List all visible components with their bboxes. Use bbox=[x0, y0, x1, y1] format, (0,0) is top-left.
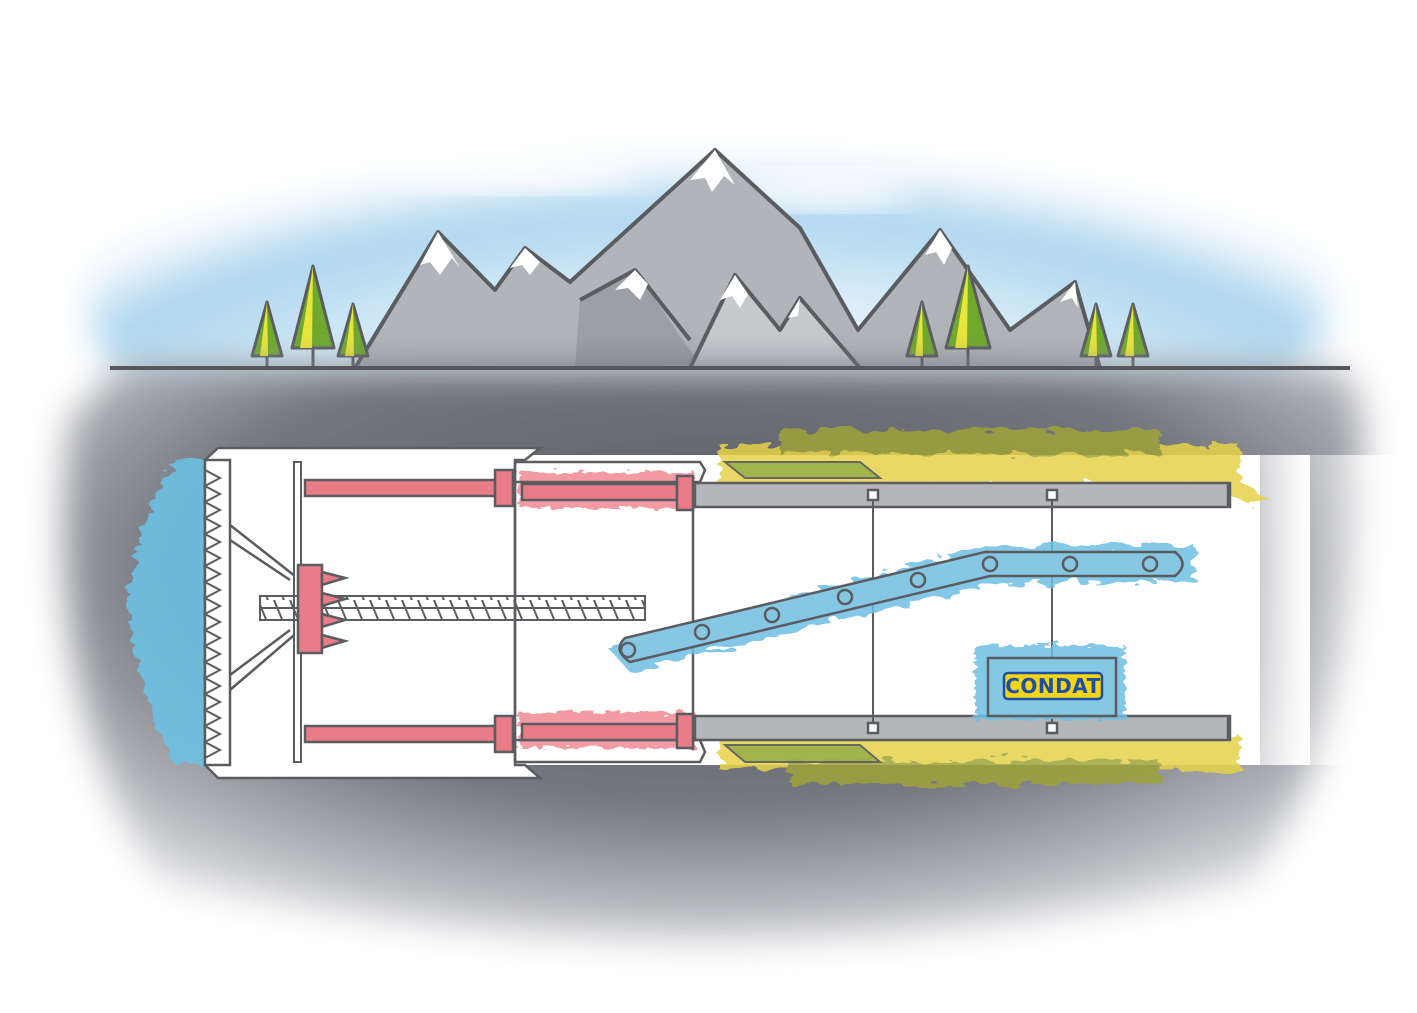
tree-icon bbox=[336, 302, 370, 368]
tail-shield-top bbox=[515, 460, 707, 484]
cloud bbox=[730, 170, 910, 210]
trees bbox=[250, 264, 1150, 368]
lining-bottom bbox=[693, 714, 1232, 742]
tree-icon bbox=[905, 300, 939, 368]
cloud bbox=[830, 104, 970, 136]
mountain-range bbox=[353, 148, 1102, 370]
hydraulic-cylinder-icon bbox=[303, 468, 515, 508]
tree-icon bbox=[290, 264, 336, 368]
cutter-head-icon bbox=[202, 458, 301, 767]
condat-logo bbox=[1002, 671, 1104, 701]
hydraulic-cylinder-icon bbox=[303, 714, 515, 754]
mountain-icon bbox=[575, 270, 700, 368]
tree-icon bbox=[944, 264, 992, 368]
hydraulic-cylinders bbox=[303, 468, 695, 754]
lining-top bbox=[693, 481, 1232, 509]
hydraulic-cylinder-icon bbox=[520, 474, 695, 512]
drive-hub bbox=[296, 563, 350, 655]
horizon-line bbox=[110, 366, 1350, 370]
hydraulic-cylinder-icon bbox=[520, 712, 695, 750]
lubrication-zone-tail-top bbox=[720, 430, 1270, 505]
tunnel-lining bbox=[693, 461, 1232, 763]
belt-conveyor-icon bbox=[618, 550, 1184, 664]
cloud bbox=[400, 148, 640, 192]
condat-logo-text: CONDAT bbox=[1005, 674, 1101, 698]
tree-icon bbox=[1116, 302, 1150, 368]
tree-icon bbox=[250, 300, 284, 368]
lubrication-zone-cutter bbox=[128, 460, 225, 765]
lubrication-unit: CONDAT bbox=[975, 645, 1125, 720]
